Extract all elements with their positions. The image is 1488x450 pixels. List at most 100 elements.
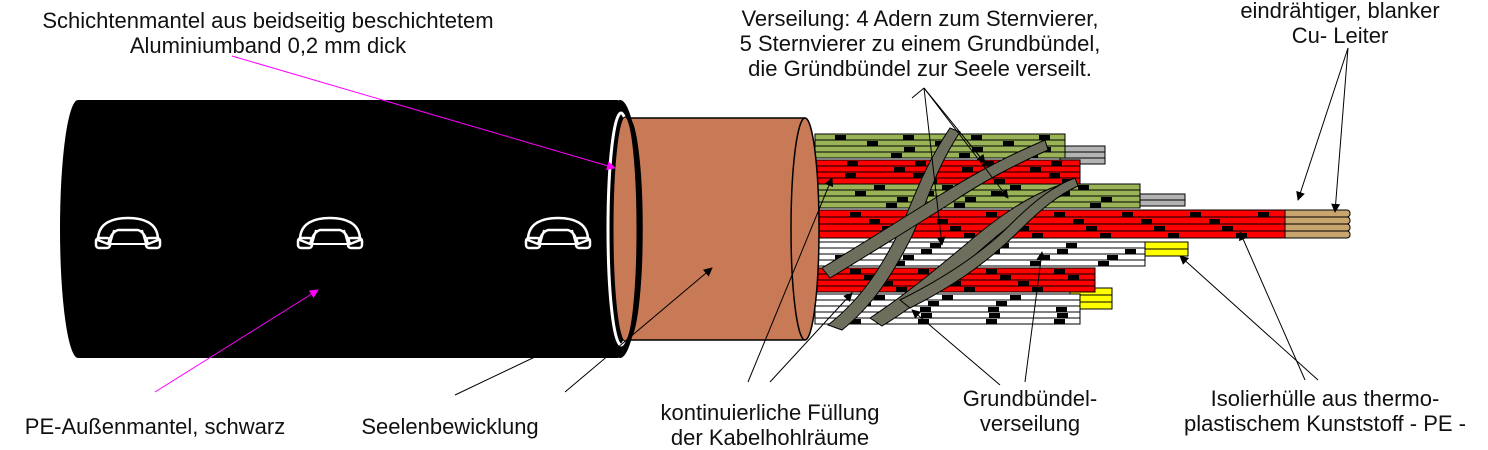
wire-marking [903, 135, 914, 140]
wire-marking [1222, 226, 1233, 231]
label-schichtenmantel: Schichtenmantel aus beidseitig beschicht… [42, 8, 494, 58]
wire-marking [994, 179, 1005, 184]
wire-marking [959, 153, 970, 158]
wire-marking [1073, 219, 1084, 224]
wire-marking [962, 167, 973, 172]
label-grundbuendel: Grundbündel- verseilung [962, 386, 1098, 436]
wire-marking [903, 255, 914, 260]
telephone-handset-icon [296, 216, 364, 250]
wire-marking [965, 197, 976, 202]
wire-marking [950, 281, 961, 286]
wire-marking [1054, 319, 1065, 324]
wire-marking [1078, 185, 1089, 190]
wire-marking [897, 197, 908, 202]
wire-marking [918, 269, 929, 274]
wire-marking [921, 313, 932, 318]
wire-marking [1100, 233, 1111, 238]
outer-sheath [60, 100, 642, 358]
wire-marking [950, 226, 961, 231]
wire-marking [1098, 261, 1109, 266]
wire-marking [1000, 275, 1011, 280]
filler-bands [821, 127, 1079, 331]
wire-marking [1054, 269, 1065, 274]
wire-marking [904, 147, 915, 152]
wire-marking [1068, 275, 1079, 280]
wire-marking [942, 185, 953, 190]
wire-marking [886, 203, 897, 208]
wire-marking [991, 191, 1002, 196]
wire-marking [894, 167, 905, 172]
wire-marking [1090, 203, 1101, 208]
wire-marking [920, 307, 931, 312]
wire-marking [1049, 173, 1060, 178]
wire-marking [971, 135, 982, 140]
wire-marking [930, 243, 941, 248]
wire-marking [1018, 226, 1029, 231]
wire-marking [1107, 255, 1118, 260]
wire-marking [1209, 219, 1220, 224]
pointer-lines [154, 47, 1349, 396]
wire-marking [891, 153, 902, 158]
wire-marking [964, 287, 975, 292]
wire-marking [850, 269, 861, 274]
wire-marking [915, 161, 926, 166]
label-isolierhuelle: Isolierhülle aus thermo- plastischem Kun… [1183, 386, 1467, 436]
wire-marking [1010, 185, 1021, 190]
wire-marking [1190, 212, 1201, 217]
core-wrapping [613, 117, 820, 341]
wire-marking [1003, 141, 1014, 146]
wire-marking [1054, 212, 1065, 217]
copper-conductor [1279, 209, 1351, 239]
wire-marking [874, 185, 885, 190]
label-leiter: eindrähtiger, blanker Cu- Leiter [1240, 0, 1440, 48]
wire-marking [921, 249, 932, 254]
wire-marking [1057, 249, 1068, 254]
wire-marking [1125, 249, 1136, 254]
wire-marking [942, 295, 953, 300]
label-verseilung: Verseilung: 4 Adern zum Sternvierer, 5 S… [739, 6, 1101, 81]
wire-marking [1051, 161, 1062, 166]
label-aussenmantel: PE-Außenmantel, schwarz [24, 414, 286, 439]
telephone-handset-icon [524, 216, 592, 250]
wire-marking [1057, 313, 1068, 318]
wire-marking [986, 269, 997, 274]
wire-marking [1018, 281, 1029, 286]
wire-marking [867, 141, 878, 146]
wire-marking [1154, 226, 1165, 231]
telephone-handset-icon [94, 216, 162, 250]
wire-marking [1066, 243, 1077, 248]
wire-marking [913, 173, 924, 178]
label-seelenbewicklung: Seelenbewicklung [361, 414, 539, 439]
wire-marking [986, 212, 997, 217]
wire-marking [894, 261, 905, 266]
label-fuellung: kontinuierliche Füllung der Kabelhohlräu… [660, 400, 880, 450]
wire-marking [869, 219, 880, 224]
wire-marking [835, 135, 846, 140]
wire-marking [996, 301, 1007, 306]
wire-marking [1258, 212, 1269, 217]
wire-marking [1039, 135, 1050, 140]
wire-marking [847, 161, 858, 166]
wire-marking [989, 313, 1000, 318]
wire-marking [1086, 226, 1097, 231]
wire-marking [928, 301, 939, 306]
wire-marking [964, 233, 975, 238]
wire-marking [1030, 167, 1041, 172]
wire-marking [845, 173, 856, 178]
wire-marking [1101, 197, 1112, 202]
wire-marking [882, 281, 893, 286]
wire-marking [1056, 307, 1067, 312]
wire-marking [1168, 233, 1179, 238]
wire-marking [954, 203, 965, 208]
wire-marking [937, 219, 948, 224]
wire-marking [1010, 295, 1021, 300]
wire-marking [874, 295, 885, 300]
wire-marking [1030, 261, 1041, 266]
wire-marking [918, 319, 929, 324]
wire-marking [855, 191, 866, 196]
wire-marking [850, 212, 861, 217]
wire-marking [1032, 233, 1043, 238]
wire-marking [850, 319, 861, 324]
wire-marking [864, 275, 875, 280]
